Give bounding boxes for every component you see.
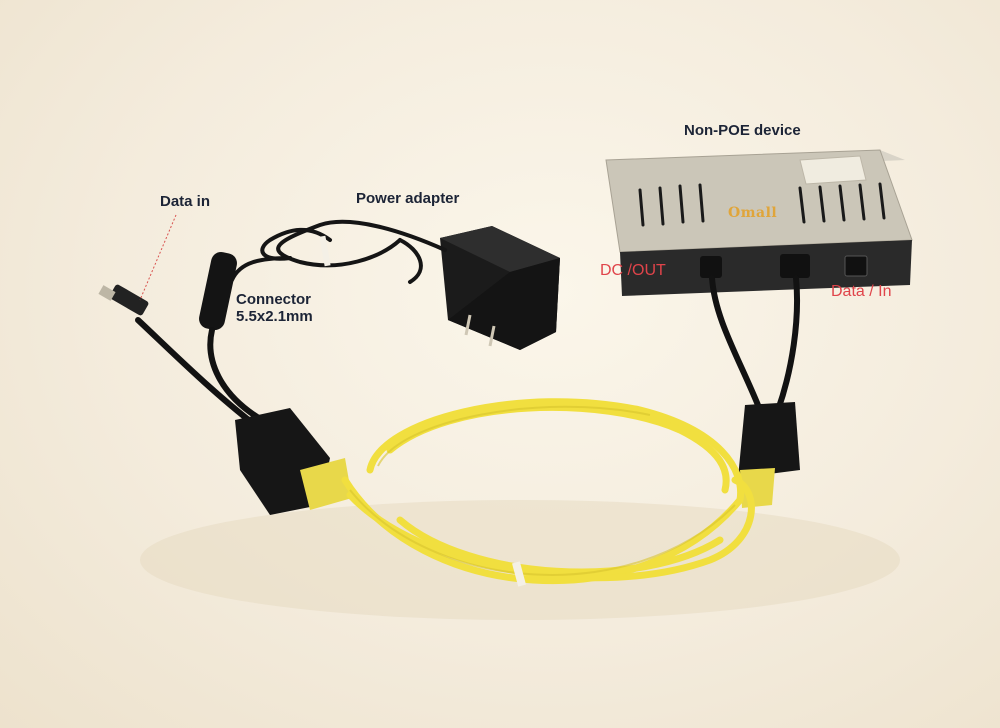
connector-size-label: 5.5x2.1mm [236, 308, 313, 325]
cord-loop [276, 219, 447, 268]
cord-to-connector [230, 256, 292, 282]
right-splitter-body [738, 402, 800, 478]
device-port-panel [620, 240, 912, 296]
connector-label: Connector [236, 291, 311, 308]
data-in-leader-line [139, 214, 177, 301]
dc-port [700, 256, 722, 278]
power-lead [207, 327, 265, 423]
vent [858, 183, 866, 221]
cable-shading [349, 405, 736, 576]
vent [678, 184, 685, 224]
vent [698, 183, 705, 223]
data-in-plug [109, 284, 149, 316]
power-adapter [440, 226, 560, 350]
device-front [605, 149, 913, 253]
adapter-prong [488, 325, 496, 347]
non-poe-device-label: Non-POE device [684, 122, 801, 139]
cable-loop [396, 516, 724, 576]
cord-loop [398, 238, 423, 284]
device-vents [638, 182, 886, 227]
dc-out-label: DC /OUT [600, 262, 666, 279]
dc-connector [199, 252, 237, 330]
device-sticker [799, 155, 867, 185]
vent [658, 186, 665, 226]
non-poe-device [605, 149, 913, 296]
rj45-port [844, 255, 868, 277]
zip-tie [319, 235, 331, 267]
cable-loop [386, 403, 730, 494]
floor-shadow [140, 500, 900, 620]
power-cord-coil [230, 219, 447, 284]
cable-loop [366, 398, 745, 504]
adapter-side [448, 258, 560, 350]
adapter-prong [464, 314, 472, 336]
right-splitter-cables [709, 275, 801, 413]
data-lead [135, 317, 258, 428]
adapter-top [440, 226, 560, 272]
cable-loop [346, 476, 755, 582]
right-data-lead [775, 275, 801, 413]
device-brand-logo: Omall [728, 205, 778, 221]
vent [818, 185, 826, 223]
vent [838, 184, 846, 222]
left-splitter-cables [135, 317, 265, 428]
vent [798, 186, 806, 224]
data-in-plug-tip [98, 285, 116, 301]
left-rj45-plug [300, 458, 352, 510]
cable-zip-tie [512, 561, 526, 587]
data-in-label: Data in [160, 193, 211, 210]
power-adapter-label: Power adapter [356, 190, 460, 207]
right-power-lead [709, 275, 763, 413]
lan-port [780, 254, 810, 278]
device-data-in-label: Data / In [831, 283, 892, 300]
vent [638, 188, 645, 227]
vent [878, 182, 886, 220]
